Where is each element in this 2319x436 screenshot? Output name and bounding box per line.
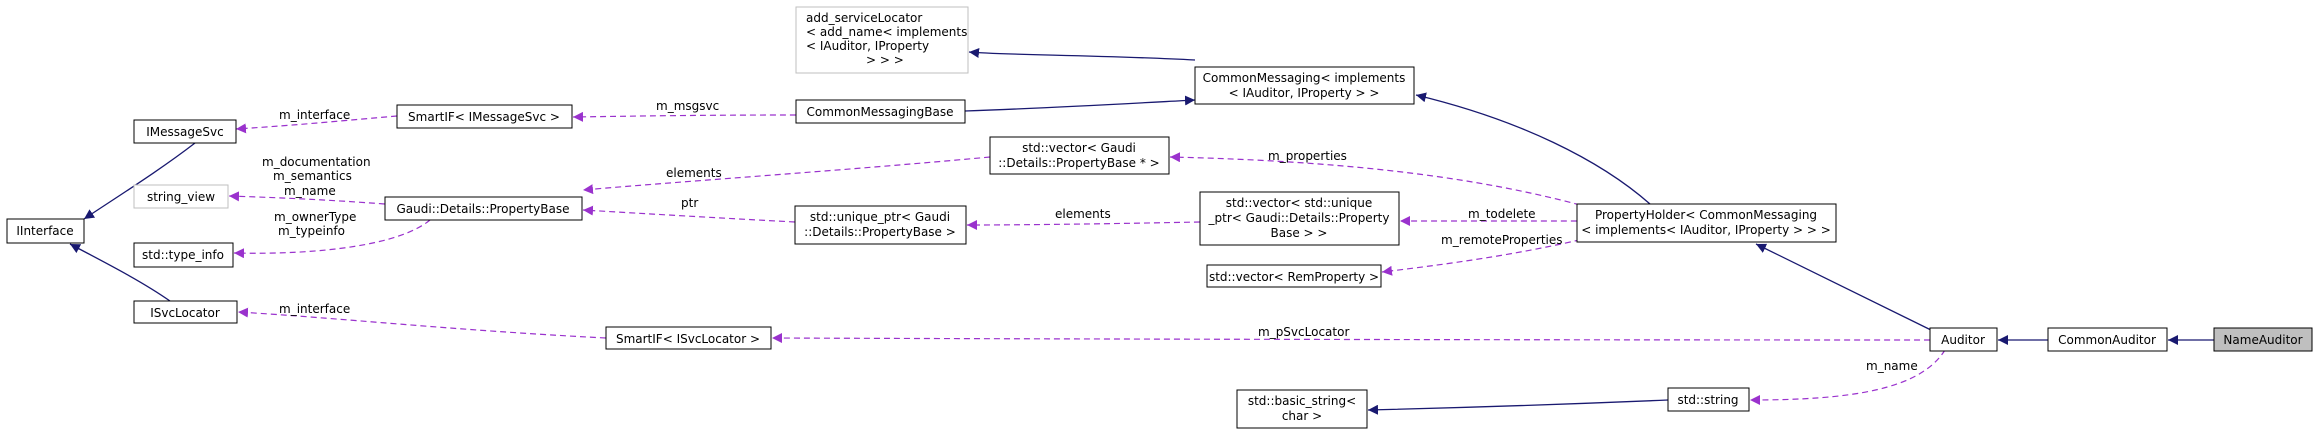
node-line: > > >	[866, 53, 904, 67]
node-line: char >	[1282, 409, 1322, 423]
edge-label-m-psvclocator: m_pSvcLocator	[1258, 325, 1349, 339]
node-line: ::Details::PropertyBase >	[804, 225, 956, 239]
node-line: add_serviceLocator	[806, 11, 922, 25]
node-line: std::vector< Gaudi	[1022, 141, 1136, 155]
edge-label-m-todelete: m_todelete	[1468, 207, 1536, 221]
edge-label-m-properties: m_properties	[1268, 149, 1347, 163]
edge-label-m-remoteproperties: m_remoteProperties	[1441, 233, 1563, 247]
edge-imessage-svc-to-iinterface	[83, 142, 196, 220]
node-vector-remproperty[interactable]: std::vector< RemProperty >	[1206, 264, 1382, 288]
node-line: < IAuditor, IProperty	[806, 39, 929, 53]
node-label: SmartIF< IMessageSvc >	[408, 110, 560, 124]
edge-common-messaging-to-add-service-locator	[968, 47, 1196, 61]
edge-property-holder-to-vector-property-base-ptr	[1169, 152, 1581, 206]
node-line: ::Details::PropertyBase * >	[998, 156, 1159, 170]
node-label: IMessageSvc	[146, 125, 223, 139]
node-type-info[interactable]: std::type_info	[133, 242, 234, 268]
edge-label-elements-top: elements	[666, 166, 722, 180]
node-label: std::basic_string<char >	[1248, 394, 1356, 423]
edge-label-m-name-aud: m_name	[1866, 359, 1918, 373]
edge-label-elements-mid: elements	[1055, 207, 1111, 221]
node-label: SmartIF< ISvcLocator >	[616, 332, 760, 346]
edge-property-base-to-type-info	[233, 219, 431, 259]
node-add-service-locator[interactable]: add_serviceLocator< add_name< implements…	[795, 6, 969, 74]
node-label: std::unique_ptr< Gaudi::Details::Propert…	[804, 210, 956, 239]
node-line: < implements< IAuditor, IProperty > > >	[1581, 223, 1831, 237]
node-line: std::basic_string<	[1248, 394, 1356, 408]
node-label: CommonMessagingBase	[806, 105, 953, 119]
edge-common-messaging-base-to-common-messaging	[964, 95, 1196, 112]
node-line: _ptr< Gaudi::Details::Property	[1208, 211, 1390, 225]
node-property-holder[interactable]: PropertyHolder< CommonMessaging< impleme…	[1576, 203, 1837, 243]
node-label: std::vector< std::unique_ptr< Gaudi::Det…	[1208, 196, 1390, 240]
node-label: std::string	[1677, 393, 1738, 407]
node-unique-ptr-property-base[interactable]: std::unique_ptr< Gaudi::Details::Propert…	[794, 205, 967, 245]
edge-common-messaging-base-to-smartif-imessagesvc	[572, 111, 797, 122]
node-line: std::vector< std::unique	[1226, 196, 1372, 210]
node-label: PropertyHolder< CommonMessaging< impleme…	[1581, 208, 1831, 237]
node-line: PropertyHolder< CommonMessaging	[1595, 208, 1817, 222]
edge-unique-ptr-to-property-base	[582, 205, 796, 223]
edge-smartif-imessagesvc-to-imessage-svc	[235, 115, 398, 134]
node-line: < IAuditor, IProperty > >	[1229, 86, 1380, 100]
node-property-base[interactable]: Gaudi::Details::PropertyBase	[384, 196, 583, 221]
node-label: std::vector< Gaudi::Details::PropertyBas…	[998, 141, 1159, 170]
edge-auditor-to-smartif-isvclocator	[771, 333, 1931, 344]
node-line: std::unique_ptr< Gaudi	[810, 210, 950, 224]
edge-label-m-name-pb: m_name	[284, 184, 336, 198]
node-label: CommonMessaging< implements< IAuditor, I…	[1203, 71, 1406, 100]
node-common-messaging-base[interactable]: CommonMessagingBase	[795, 99, 966, 124]
node-label: ISvcLocator	[150, 306, 220, 320]
node-auditor[interactable]: Auditor	[1929, 327, 1998, 352]
node-label: IInterface	[16, 224, 73, 238]
node-iinterface[interactable]: IInterface	[6, 218, 85, 244]
edge-isvc-locator-to-iinterface	[69, 243, 171, 302]
node-label: Gaudi::Details::PropertyBase	[397, 202, 570, 216]
edge-smartif-isvclocator-to-isvc-locator	[237, 307, 607, 339]
node-string-view[interactable]: string_view	[133, 184, 229, 209]
edge-property-holder-to-vector-remproperty	[1381, 234, 1601, 276]
node-imessage-svc[interactable]: IMessageSvc	[133, 119, 237, 144]
node-vector-unique-ptr[interactable]: std::vector< std::unique_ptr< Gaudi::Det…	[1199, 191, 1400, 246]
edge-property-base-to-string-view	[228, 191, 386, 205]
edge-label-m-semantics: m_semantics	[273, 169, 352, 183]
node-label: Auditor	[1941, 333, 1985, 347]
edge-label-m-interface-svc: m_interface	[279, 302, 350, 316]
node-common-auditor[interactable]: CommonAuditor	[2047, 327, 2168, 352]
edge-auditor-to-property-holder	[1755, 243, 1936, 333]
edge-label-m-ownertype: m_ownerType	[274, 210, 356, 224]
node-smartif-imessagesvc[interactable]: SmartIF< IMessageSvc >	[396, 104, 573, 129]
edge-auditor-to-std-string	[1749, 349, 1946, 405]
node-smartif-isvclocator[interactable]: SmartIF< ISvcLocator >	[605, 326, 772, 350]
node-isvc-locator[interactable]: ISvcLocator	[133, 300, 238, 324]
node-line: CommonMessaging< implements	[1203, 71, 1406, 85]
node-common-messaging[interactable]: CommonMessaging< implements< IAuditor, I…	[1194, 66, 1415, 105]
edge-property-holder-to-common-messaging	[1415, 92, 1651, 205]
node-name-auditor[interactable]: NameAuditor	[2213, 327, 2313, 352]
edge-vector-property-base-ptr-to-property-base	[582, 156, 991, 195]
node-line: < add_name< implements	[806, 25, 967, 39]
node-label: CommonAuditor	[2058, 333, 2156, 347]
node-std-string[interactable]: std::string	[1667, 387, 1750, 412]
node-label: std::type_info	[142, 248, 224, 262]
node-label: string_view	[147, 190, 215, 204]
edge-vector-unique-ptr-to-unique-ptr	[966, 219, 1201, 230]
edge-label-m-documentation: m_documentation	[262, 155, 371, 169]
edge-label-m-typeinfo: m_typeinfo	[278, 224, 345, 238]
edge-label-m-msgsvc: m_msgsvc	[656, 99, 719, 113]
edge-label-m-interface-msg: m_interface	[279, 108, 350, 122]
edge-label-ptr: ptr	[681, 196, 698, 210]
node-label: add_serviceLocator< add_name< implements…	[806, 11, 967, 67]
edge-std-string-to-basic-string	[1367, 399, 1669, 415]
node-line: Base > >	[1271, 226, 1328, 240]
node-label: NameAuditor	[2223, 333, 2302, 347]
node-basic-string[interactable]: std::basic_string<char >	[1236, 389, 1368, 429]
node-label: std::vector< RemProperty >	[1209, 270, 1379, 284]
node-vector-property-base-ptr[interactable]: std::vector< Gaudi::Details::PropertyBas…	[989, 136, 1170, 175]
